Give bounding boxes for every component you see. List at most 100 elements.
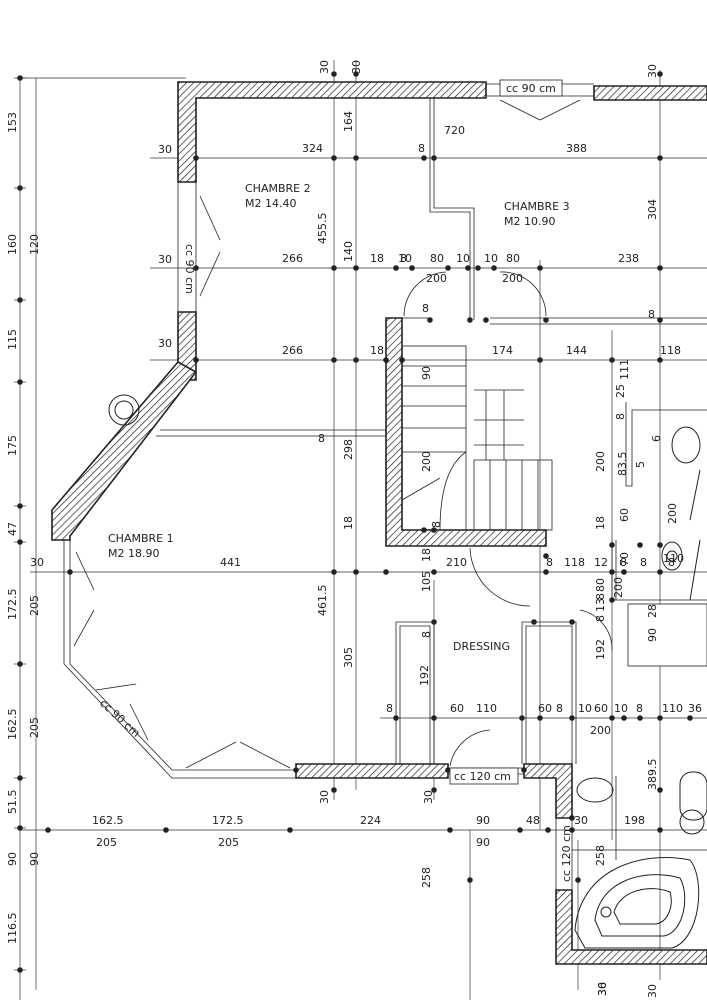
dim-mid: 192 [418,665,431,686]
dimension-marker [353,155,359,161]
dimension-marker [431,527,437,533]
bathtub-icon [574,857,700,949]
dimension-marker [67,569,73,575]
dim-right: 6 [650,435,663,442]
dim-row5: 10 [614,702,628,715]
dim-left-outer: 162.5 [6,709,19,741]
dim-right: 200 [594,451,607,472]
room-area-chambre-1: M2 18.90 [108,547,159,560]
dim-top: 30 [646,64,659,78]
window-label-bath: cc 120 cm [560,825,573,882]
dim-wall: 30 [158,337,172,350]
dimension-marker [421,155,427,161]
dimension-marker [431,155,437,161]
dim-top: 30 [350,60,363,74]
dim-bath: 30 [596,982,609,996]
dimension-marker [447,827,453,833]
dim-row5: 110 [476,702,497,715]
washbasin-icon [671,426,701,464]
dim-row2: 238 [618,252,639,265]
dim-bottom: 90 [476,814,490,827]
dim-wall: 30 [158,253,172,266]
dimension-marker [431,715,437,721]
dimension-marker [17,379,23,385]
dimension-marker [657,787,663,793]
dim-mid: 8 [594,593,607,600]
dim-row1: 720 [444,124,465,137]
dimension-marker [657,71,663,77]
dim-row4: 210 [446,556,467,569]
dimension-marker [569,815,575,821]
dimension-marker [657,715,663,721]
dimension-marker [287,827,293,833]
dimension-marker [521,767,527,773]
dimension-marker [445,767,451,773]
dimension-marker [331,357,337,363]
dimension-marker [163,827,169,833]
dim-row2: 455.5 [316,213,329,245]
opening-labels: cc 90 cm cc 90 cm cc 90 cm cc 120 cm cc … [97,79,573,882]
dimension-marker [193,155,199,161]
dimension-marker [637,542,643,548]
dimension-marker [537,265,543,271]
dim-stair: 298 [342,439,355,460]
dim-row2: 10 [456,252,470,265]
dimension-marker [543,553,549,559]
dim-bath: 258 [420,867,433,888]
dim-row4: 8 [546,556,553,569]
dim-bottom: 198 [624,814,645,827]
dim-left-inner: 205 [28,595,41,616]
dimension-marker [609,569,615,575]
walls [51,81,707,965]
dimension-marker [537,357,543,363]
dimension-marker [545,827,551,833]
dim-row5: 60 [594,702,608,715]
dim-row5: 36 [688,702,702,715]
dimension-marker [17,297,23,303]
dim-left-inner: 90 [28,852,41,866]
dimension-marker [331,265,337,271]
dim-bottom: 172.5 [212,814,244,827]
room-area-chambre-2: M2 14.40 [245,197,296,210]
dim-row2: 266 [282,252,303,265]
dim-row4: 12 [594,556,608,569]
dimension-texts: 153 160 115 175 47 172.5 162.5 51.5 90 1… [6,60,702,998]
staircase [401,345,553,531]
dim-row1: 324 [302,142,323,155]
dim-row3: 266 [282,344,303,357]
dimension-marker [445,265,451,271]
dim-row3: 144 [566,344,587,357]
dimension-marker [353,357,359,363]
dimension-marker [467,877,473,883]
dim-bottom: 48 [526,814,540,827]
dimension-marker [293,767,299,773]
window-label-top: cc 90 cm [506,82,556,95]
dim-row2: 10 [484,252,498,265]
dimension-marker [657,542,663,548]
dim-left-outer: 116.5 [6,913,19,945]
dimension-marker [657,569,663,575]
dimension-marker [465,265,471,271]
dimension-marker [609,357,615,363]
dim-row4: 80 [594,578,607,592]
dim-row5: 110 [662,702,683,715]
dim-row3: 111 [618,359,631,380]
dim-left-outer: 160 [6,234,19,255]
dimension-marker [431,787,437,793]
dim-bottom: 162.5 [92,814,124,827]
dim-row2: 18 [370,252,384,265]
dim-mid: 13 [594,598,607,612]
dimension-marker [17,75,23,81]
dimension-marker [575,877,581,883]
dimension-marker [621,569,627,575]
dim-row1: 304 [646,199,659,220]
dimension-marker [399,357,405,363]
dim-bottom: 30 [574,814,588,827]
dim-row3: 118 [660,344,681,357]
window-label-bottom: cc 120 cm [454,770,511,783]
dim-mid: 8 [594,615,607,622]
dim-left-outer: 115 [6,329,19,350]
dim-right: 5 [634,461,647,468]
dimension-marker [17,825,23,831]
